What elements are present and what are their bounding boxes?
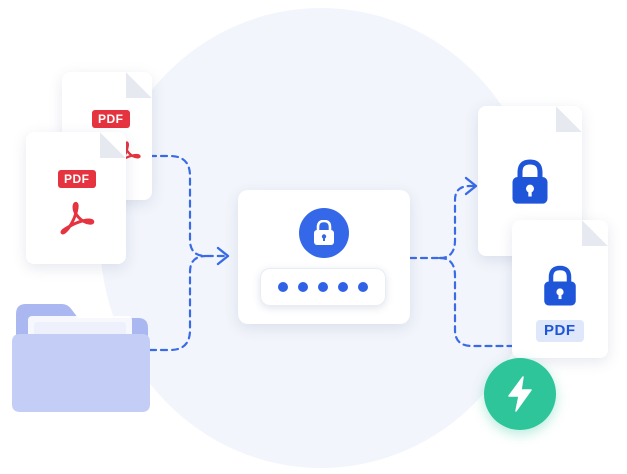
page-fold (126, 72, 152, 98)
arrowhead-into-lock (216, 246, 230, 266)
pdf-badge: PDF (536, 320, 584, 342)
pdf-badge: PDF (92, 110, 130, 128)
connector-split-to-top-pdf (438, 184, 476, 260)
password-dot (298, 282, 308, 292)
page-fold (100, 132, 126, 158)
connector-pdfs-to-lock (148, 154, 228, 258)
page-fold (556, 106, 582, 132)
lock-icon (544, 265, 576, 306)
pdf-badge: PDF (58, 170, 96, 188)
connector-folder-to-lock (148, 254, 208, 352)
pdf-document-front: PDF (26, 132, 126, 264)
password-dot (358, 282, 368, 292)
password-dot (278, 282, 288, 292)
lightning-badge (484, 358, 556, 430)
lightning-bolt-icon (508, 376, 532, 412)
lock-icon (314, 220, 334, 245)
lock-badge (299, 208, 349, 258)
password-dot (318, 282, 328, 292)
password-dot (338, 282, 348, 292)
acrobat-icon (60, 201, 95, 235)
page-fold (582, 220, 608, 246)
connector-split-to-bottom-pdf (438, 256, 514, 348)
locked-pdf-document: PDF (512, 220, 608, 358)
lock-icon (512, 159, 548, 204)
folder-icon (12, 304, 150, 412)
password-field (260, 268, 386, 306)
arrowhead-into-top-pdf (464, 176, 478, 196)
